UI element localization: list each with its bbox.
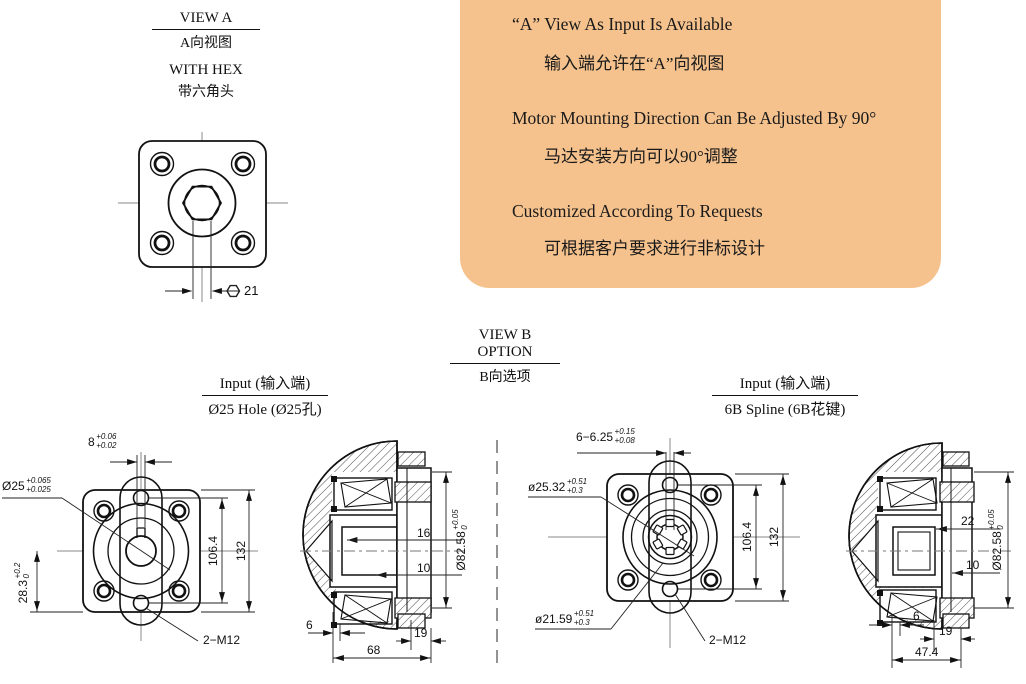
info-line-1-en: “A” View As Input Is Available: [512, 14, 733, 34]
left-total-dim: 68: [367, 643, 381, 657]
left-bore-length-dim: 16: [417, 526, 431, 540]
right-spline-minor-dim: ø21.59 +0.51+0.3: [535, 609, 595, 627]
right-pilot-length-dim: 10: [966, 558, 980, 572]
view-a-title-cn: A向视图: [179, 36, 233, 51]
view-a-subtitle-block: WITH HEX 带六角头: [152, 62, 260, 101]
view-b-title-cn: B向选项: [479, 370, 531, 385]
view-a-header: VIEW A A向视图: [152, 10, 260, 52]
left-flange-size-dim: 132: [234, 540, 248, 562]
view-b-title: VIEW B OPTION: [450, 327, 560, 364]
section-divider: [496, 440, 498, 664]
left-pilot-length-dim: 10: [417, 561, 431, 575]
view-a-subtitle: WITH HEX: [169, 62, 243, 78]
left-bore-dim: Ø25 +0.065+0.025: [2, 476, 51, 494]
right-thread-dim: 2−M12: [709, 633, 747, 647]
left-thread-dim: 2−M12: [203, 633, 241, 647]
right-total-dim: 47.4: [915, 645, 939, 659]
view-a-subtitle-cn: 带六角头: [178, 85, 234, 100]
left-plate-dim: 19: [414, 626, 428, 640]
left-view-header: Input (输入端) Ø25 Hole (Ø25孔): [202, 372, 328, 419]
left-offset-dim: 6: [306, 618, 313, 632]
info-line-3-cn: 可根据客户要求进行非标设计: [544, 239, 765, 258]
right-section-view-drawing: [846, 442, 1014, 668]
info-line-1-cn: 输入端允许在“A”向视图: [544, 54, 725, 73]
view-b-header: VIEW B OPTION B向选项: [450, 327, 560, 386]
info-line-2-cn: 马达安装方向可以90°调整: [544, 147, 738, 166]
right-view-header: Input (输入端) 6B Spline (6B花键): [712, 372, 858, 419]
left-section-view-drawing: [300, 440, 468, 663]
right-view-input-label: Input (输入端): [712, 372, 858, 396]
right-view-type-label: 6B Spline (6B花键): [724, 402, 846, 418]
right-plate-dim: 19: [939, 624, 953, 638]
right-hole-pitch-dim: 106.4: [740, 521, 754, 553]
view-a-title: VIEW A: [152, 10, 260, 30]
right-front-view-drawing: [528, 438, 800, 648]
right-bore-length-dim: 22: [961, 514, 975, 528]
right-offset-dim: 6: [913, 609, 920, 623]
hex-dim-label: 21: [244, 283, 259, 298]
right-spline-major-dim: ø25.32 +0.51+0.3: [528, 477, 588, 495]
info-line-3-en: Customized According To Requests: [512, 201, 763, 221]
left-front-view-drawing: [2, 452, 258, 642]
left-keyway-width-dim: 8 +0.06+0.02: [88, 432, 117, 450]
hex-symbol-icon: [226, 284, 241, 298]
info-line-2-en: Motor Mounting Direction Can Be Adjusted…: [512, 108, 877, 128]
right-flange-size-dim: 132: [767, 526, 781, 548]
view-a-drawing: [118, 132, 288, 302]
left-hole-pitch-dim: 106.4: [206, 535, 220, 567]
info-box: “A” View As Input Is Available 输入端允许在“A”…: [460, 0, 941, 288]
left-view-type-label: Ø25 Hole (Ø25孔): [208, 402, 322, 418]
right-spline-width-dim: 6−6.25 +0.15+0.08: [576, 427, 635, 445]
left-view-input-label: Input (输入端): [202, 372, 328, 396]
